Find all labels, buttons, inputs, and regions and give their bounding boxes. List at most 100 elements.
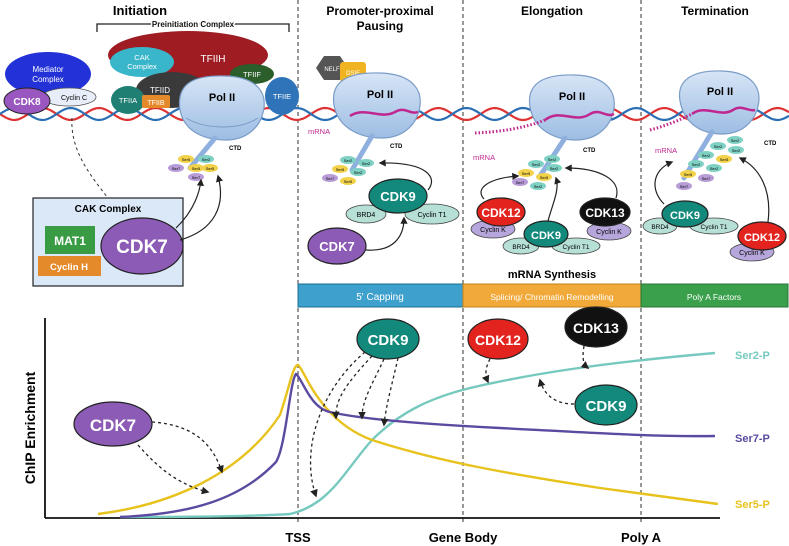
mrna-synthesis-title: mRNA Synthesis bbox=[508, 269, 596, 281]
elongation-cdk13: Cyclin K CDK13 bbox=[579, 197, 632, 241]
series-ser7-line bbox=[119, 372, 716, 519]
ser-cluster-termination: Ser2 Ser2 Ser2 Ser2 Ser5 Ser2 Ser2 Ser5 … bbox=[676, 136, 744, 190]
svg-text:Ser5: Ser5 bbox=[182, 157, 191, 162]
svg-text:Ser5: Ser5 bbox=[540, 175, 549, 180]
termination-cdk12-arrow bbox=[738, 157, 770, 223]
svg-text:Cyclin T1: Cyclin T1 bbox=[701, 224, 728, 231]
svg-text:CDK12: CDK12 bbox=[744, 232, 780, 244]
svg-text:Ser2: Ser2 bbox=[532, 162, 541, 167]
termination-mrna: mRNA bbox=[655, 146, 677, 155]
elongation-mrna: mRNA bbox=[473, 153, 495, 162]
cdk7-arrow-1 bbox=[175, 178, 205, 229]
plot-cdk7: CDK7 bbox=[73, 401, 153, 447]
svg-text:BRD4: BRD4 bbox=[651, 224, 669, 231]
svg-text:Ser2: Ser2 bbox=[702, 153, 711, 158]
ser-cluster-elongation: Ser2 Ser2 Ser2 Ser5 Ser5 Ser7 Ser2 bbox=[512, 155, 562, 190]
svg-text:CTD: CTD bbox=[390, 144, 403, 150]
pausing-cdk9-arrow bbox=[378, 159, 433, 191]
svg-text:Ser5: Ser5 bbox=[344, 179, 353, 184]
svg-text:CDK7: CDK7 bbox=[319, 239, 354, 254]
svg-text:CDK9: CDK9 bbox=[368, 332, 409, 349]
svg-text:CAK: CAK bbox=[134, 53, 149, 62]
phase-capping: 5' Capping bbox=[297, 283, 464, 308]
svg-text:Ser2: Ser2 bbox=[550, 166, 559, 171]
stage-title-termination: Termination bbox=[681, 4, 749, 18]
svg-text:Cyclin T1: Cyclin T1 bbox=[417, 212, 446, 219]
svg-text:TFIIF: TFIIF bbox=[243, 70, 261, 79]
svg-text:Ser2: Ser2 bbox=[714, 144, 723, 149]
plot-ylabel: ChIP Enrichment bbox=[22, 371, 38, 484]
svg-text:TFIIE: TFIIE bbox=[273, 92, 291, 101]
pol-ii-elongation: Pol II bbox=[528, 74, 615, 141]
svg-text:Ser2: Ser2 bbox=[344, 158, 353, 163]
mediator-label-1: Mediator bbox=[32, 65, 63, 74]
svg-text:Cyclin K: Cyclin K bbox=[739, 250, 765, 257]
svg-text:CTD: CTD bbox=[229, 146, 242, 152]
termination-cdk9: BRD4 Cyclin T1 CDK9 bbox=[642, 200, 739, 235]
svg-text:DSIF: DSIF bbox=[346, 71, 360, 77]
pol-ii-termination: Pol II bbox=[678, 70, 760, 135]
tfiib: TFIIB bbox=[142, 95, 170, 108]
plot-cdk12-arrow bbox=[481, 358, 491, 384]
pol-ii-initiation: Pol II bbox=[178, 75, 265, 141]
svg-text:TFIIA: TFIIA bbox=[119, 96, 137, 105]
pausing-cdk7: CDK7 bbox=[307, 227, 367, 265]
svg-text:Ser2: Ser2 bbox=[710, 166, 719, 171]
svg-text:CDK8: CDK8 bbox=[13, 97, 41, 108]
elongation-mrna-strand bbox=[474, 118, 546, 135]
svg-text:Complex: Complex bbox=[127, 62, 157, 71]
stage-title-elongation: Elongation bbox=[521, 4, 583, 18]
series-ser7-label: Ser7-P bbox=[735, 433, 770, 445]
plot-cdk12: CDK12 bbox=[467, 318, 529, 360]
svg-text:Ser2: Ser2 bbox=[692, 162, 701, 167]
svg-text:Cyclin K: Cyclin K bbox=[480, 227, 506, 234]
svg-text:CDK9: CDK9 bbox=[380, 189, 415, 204]
svg-text:Cyclin K: Cyclin K bbox=[596, 229, 622, 236]
plot-cdk9-late: CDK9 bbox=[574, 384, 638, 426]
xtick-gene-body: Gene Body bbox=[429, 530, 498, 545]
elongation-cdk9: BRD4 Cyclin T1 CDK9 bbox=[502, 220, 601, 255]
svg-text:CDK9: CDK9 bbox=[531, 230, 561, 242]
elongation-cdk12-arrow bbox=[480, 172, 520, 200]
xtick-tss: TSS bbox=[285, 530, 311, 545]
pausing-cdk9-complex: BRD4 Cyclin T1 CDK9 bbox=[345, 178, 460, 225]
plot-cdk13: CDK13 bbox=[564, 306, 628, 348]
svg-text:Pol II: Pol II bbox=[209, 92, 235, 104]
svg-text:CDK9: CDK9 bbox=[586, 398, 627, 415]
series-ser5-line bbox=[97, 363, 719, 516]
elongation-cdk12: Cyclin K CDK12 bbox=[470, 197, 526, 239]
svg-text:Splicing/ Chromatin Remodellin: Splicing/ Chromatin Remodelling bbox=[490, 292, 614, 302]
svg-text:Cyclin H: Cyclin H bbox=[50, 262, 88, 273]
svg-text:Ser7: Ser7 bbox=[326, 176, 335, 181]
plot-cdk9-late-arrow bbox=[537, 378, 575, 405]
svg-text:BRD4: BRD4 bbox=[512, 244, 530, 251]
pol-ii-pausing: Pol II bbox=[332, 72, 421, 139]
svg-text:Ser7: Ser7 bbox=[680, 184, 689, 189]
ser-cluster-initiation: Ser5 Ser2 Ser7 Ser5 Ser5 Ser7 bbox=[168, 155, 218, 181]
ctd-pausing: CTD bbox=[349, 133, 403, 173]
svg-text:TFIIB: TFIIB bbox=[147, 100, 164, 107]
pausing-cdk7-arrow bbox=[365, 216, 408, 251]
termination-cdk9-arrow bbox=[654, 160, 674, 205]
tfiia: TFIIA bbox=[111, 86, 145, 114]
svg-text:Poly A Factors: Poly A Factors bbox=[687, 292, 741, 302]
svg-text:CTD: CTD bbox=[764, 141, 777, 147]
svg-text:Ser2: Ser2 bbox=[354, 170, 363, 175]
cak-box-cdk7: CDK7 bbox=[116, 237, 168, 258]
stage-title-pausing-2: Pausing bbox=[357, 19, 404, 33]
xtick-polya: Poly A bbox=[621, 530, 662, 545]
svg-text:5' Capping: 5' Capping bbox=[356, 292, 404, 303]
svg-text:Ser2: Ser2 bbox=[362, 161, 371, 166]
svg-text:CDK7: CDK7 bbox=[90, 416, 136, 435]
svg-text:Pol II: Pol II bbox=[559, 91, 585, 103]
svg-text:Ser5: Ser5 bbox=[336, 167, 345, 172]
mediator-to-cak-dash bbox=[71, 117, 109, 199]
svg-text:Ser7: Ser7 bbox=[702, 176, 711, 181]
plot-cdk9-arrow-3 bbox=[358, 358, 385, 420]
cak-complex-box: CAK Complex MAT1 Cyclin H CDK7 bbox=[32, 197, 184, 287]
svg-text:CDK12: CDK12 bbox=[481, 206, 521, 220]
svg-text:Ser5: Ser5 bbox=[720, 157, 729, 162]
cak-complex-small: CAK Complex bbox=[110, 47, 174, 77]
svg-text:Ser5: Ser5 bbox=[522, 171, 531, 176]
